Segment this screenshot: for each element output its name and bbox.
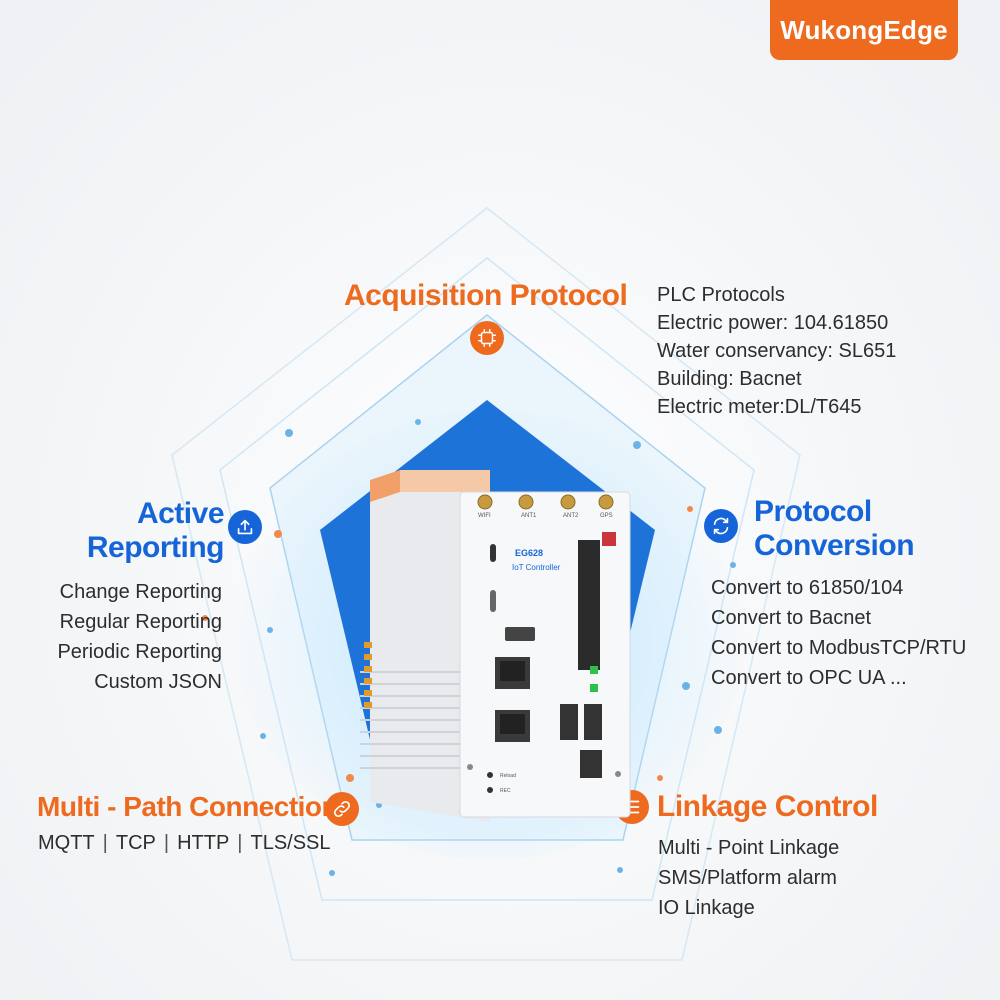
reload-label: Reload — [500, 773, 516, 779]
list-item: Convert to Bacnet — [711, 607, 872, 629]
link-icon — [325, 792, 359, 826]
multipath-list: MQTT | TCP | HTTP | TLS/SSL — [38, 832, 331, 855]
protocol-conversion-list: Convert to 61850/104 Convert to Bacnet C… — [711, 573, 966, 693]
outer-pentagon — [171, 207, 801, 961]
separator: | — [102, 832, 108, 854]
active-reporting-title: Active Reporting — [78, 497, 225, 565]
list-item: Building: Bacnet — [657, 368, 802, 390]
separator: | — [237, 832, 243, 854]
list-item: Change Reporting — [59, 581, 222, 603]
upload-icon — [228, 510, 262, 544]
device-subtitle: IoT Controller — [512, 563, 561, 572]
list-item: TCP — [115, 832, 156, 854]
antenna-label-ant2: ANT2 — [563, 513, 579, 519]
list-item: HTTP — [177, 832, 230, 854]
list-item: Custom JSON — [94, 671, 222, 693]
list-item: Convert to 61850/104 — [711, 577, 904, 599]
list-item: PLC Protocols — [657, 284, 785, 306]
linkage-list: Multi - Point Linkage SMS/Platform alarm… — [658, 833, 839, 923]
list-item: Electric power: 104.61850 — [657, 312, 889, 334]
acquisition-title: Acquisition Protocol — [344, 279, 628, 312]
circuit-icon — [470, 321, 504, 355]
middle-pentagon-2 — [219, 257, 755, 901]
antenna-label-gps: GPS — [600, 513, 613, 519]
device-model: EG628 — [515, 548, 543, 558]
list-item: Periodic Reporting — [57, 641, 222, 663]
acquisition-list: PLC Protocols Electric power: 104.61850 … — [657, 281, 896, 421]
list-item: Regular Reporting — [59, 611, 222, 633]
list-item: TLS/SSL — [250, 832, 331, 854]
list-item: SMS/Platform alarm — [658, 867, 837, 889]
separator: | — [163, 832, 170, 854]
protocol-conversion-title-line1: Protocol — [754, 495, 872, 528]
list-item: Electric meter:DL/T645 — [657, 396, 862, 418]
list-item: Convert to OPC UA ... — [711, 667, 907, 689]
convert-icon — [704, 509, 738, 543]
protocol-conversion-title-line2: Conversion — [754, 529, 915, 562]
antenna-label-ant1: ANT1 — [521, 513, 537, 519]
active-reporting-title-line2: Reporting — [86, 531, 225, 564]
active-reporting-list: Change Reporting Regular Reporting Perio… — [30, 577, 222, 697]
linkage-title: Linkage Control — [657, 790, 878, 823]
protocol-conversion-title: Protocol Conversion — [754, 495, 915, 563]
rec-label: REC — [500, 788, 511, 794]
list-item: Water conservancy: SL651 — [657, 340, 897, 362]
iot-controller-device: WIFI ANT1 ANT2 GPS EG628 IoT Controller … — [360, 470, 631, 822]
multipath-title: Multi - Path Connection — [37, 791, 339, 822]
brand-badge: WukongEdge — [770, 0, 958, 60]
list-item: IO Linkage — [658, 897, 755, 919]
list-item: Convert to ModbusTCP/RTU — [711, 637, 967, 659]
active-reporting-title-line1: Active — [136, 497, 225, 530]
list-item: MQTT — [38, 832, 95, 854]
antenna-label-wifi: WIFI — [478, 513, 491, 519]
list-item: Multi - Point Linkage — [658, 837, 840, 859]
